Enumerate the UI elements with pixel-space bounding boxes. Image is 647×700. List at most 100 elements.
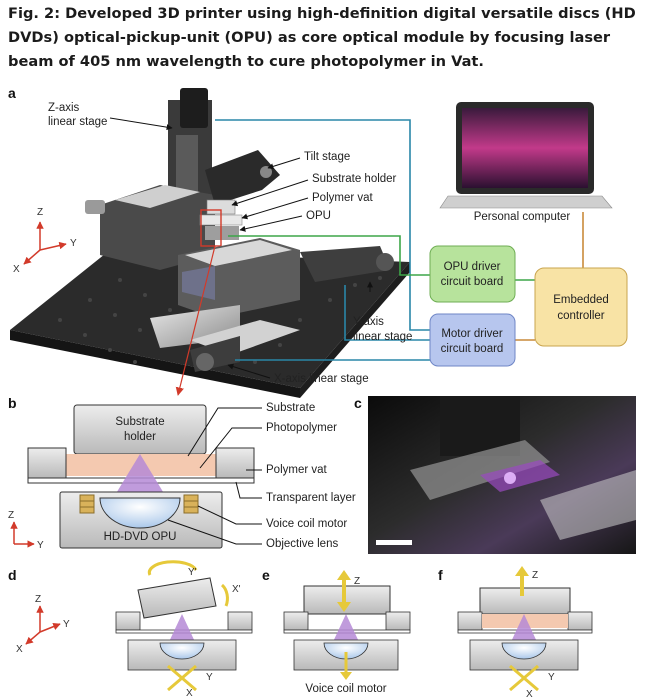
breadboard-holes (58, 276, 382, 364)
motor-driver-line1: Motor driver (441, 328, 503, 340)
f-z-arrow-head (515, 566, 529, 576)
c-photo-substrate-plate (410, 440, 550, 500)
laptop-screen (462, 108, 588, 188)
b-vat-wall-left (27, 447, 67, 479)
opu-driver-line1: OPU driver (444, 261, 501, 273)
axis-triad-b (10, 521, 35, 548)
f-vat-wall-right (567, 611, 593, 631)
panel-d-label: d (8, 567, 17, 583)
d-axis-y-label: Y (63, 619, 70, 630)
d-xy-arrows (167, 664, 197, 692)
embedded-line1: Embedded (553, 294, 609, 306)
laptop-keyboard (439, 195, 613, 209)
z-axis-stage-line2: linear stage (48, 116, 107, 128)
motor-driver-box (429, 313, 516, 367)
f-vat-wall-left (457, 611, 483, 631)
d-arrow-x-label: X (186, 688, 193, 699)
d-rot-y-label: Y' (188, 567, 197, 578)
b-laser-cone (112, 454, 168, 500)
d-arrow-y-label: Y (206, 672, 213, 683)
b-holder-line2: holder (124, 431, 156, 443)
f-arrow-z-label: Z (532, 570, 538, 581)
e-z-arrow-head-up (337, 570, 351, 580)
opu-driver-box (429, 245, 516, 303)
tilt-stage (205, 150, 280, 205)
zoom-arrow (175, 245, 216, 396)
breadboard-edge (10, 330, 300, 398)
opu-label: OPU (306, 210, 331, 222)
e-z-arrow-head-down (337, 602, 351, 612)
axis-z-label: Z (37, 207, 43, 218)
f-xy-arrows (509, 664, 539, 692)
y-axis-stage-line2: linear stage (353, 331, 412, 343)
e-vat-wall-right (385, 611, 411, 631)
c-photo-ribbon-cable (540, 470, 636, 540)
d-vat-wall-right (227, 611, 253, 631)
z-stage-top-plate (115, 185, 200, 208)
z-stage-base (100, 185, 215, 270)
axis-x-label: X (13, 264, 20, 275)
opu-driver-line2: circuit board (441, 276, 504, 288)
x-axis-motor-cap (196, 353, 214, 371)
b-objective-lens (99, 497, 181, 529)
panel-d: d Z Y X Y' X' X Y (8, 560, 253, 699)
y-axis-motor-cap (376, 253, 394, 271)
c-photo-purple-glow (480, 460, 560, 492)
panel-b-leaders (167, 407, 262, 545)
b-objective-lens-label: Objective lens (266, 538, 338, 550)
embedded-controller-box (534, 267, 628, 347)
d-vat-wall-left (115, 611, 141, 631)
b-vat-wall-right (215, 447, 255, 479)
d-axis-x-label: X (16, 644, 23, 655)
b-axis-y-label: Y (37, 540, 44, 551)
panel-a-label: a (8, 85, 16, 101)
z-stage-knob (85, 200, 105, 214)
orange-connectors (515, 212, 584, 341)
b-axis-z-label: Z (8, 510, 14, 521)
embedded-line2: controller (557, 310, 604, 322)
axis-triad-d (25, 605, 61, 645)
opu-part (205, 226, 239, 240)
laptop-illustration (439, 102, 613, 209)
d-rotation-arrow-x (220, 583, 229, 607)
e-vat-wall-left (283, 611, 309, 631)
z-axis-stage-line1: Z-axis (48, 102, 80, 114)
panel-b-label: b (8, 395, 17, 411)
tilt-stage-label: Tilt stage (304, 151, 350, 163)
panel-a: a (8, 85, 628, 398)
b-opu-name: HD-DVD OPU (104, 531, 177, 543)
d-laser-cone (168, 614, 196, 644)
d-axis-z-label: Z (35, 594, 41, 605)
f-lens (501, 642, 547, 660)
y-axis-stage-line1: Y-axis (353, 316, 384, 328)
f-laser-cone (510, 614, 538, 644)
d-rotation-arrow-y (147, 560, 198, 576)
b-voice-coil-label: Voice coil motor (266, 518, 347, 530)
z-stage-motor (180, 88, 208, 128)
substrate-holder-label: Substrate holder (312, 173, 397, 185)
b-voice-coil-left (79, 494, 95, 514)
b-substrate-label: Substrate (266, 402, 315, 414)
b-photopolymer-label: Photopolymer (266, 422, 337, 434)
b-holder-line1: Substrate (115, 416, 164, 428)
b-polymer-vat-label: Polymer vat (266, 464, 328, 476)
panel-c: c (354, 395, 636, 554)
panel-a-leaders (109, 117, 373, 379)
b-voice-coil-right (183, 494, 199, 514)
f-holder (479, 587, 571, 615)
axis-triad-a (23, 221, 67, 265)
axis-y-label: Y (70, 238, 77, 249)
opu-highlight-box (200, 209, 222, 247)
polymer-vat-label: Polymer vat (312, 192, 374, 204)
f-arrow-y-label: Y (548, 672, 555, 683)
d-lens (159, 642, 205, 660)
d-tilted-holder (137, 577, 217, 619)
panel-c-label: c (354, 395, 362, 411)
e-laser-cone (332, 614, 360, 644)
panel-b: b Substrate holder HD-DVD OPU (8, 395, 356, 551)
b-transparent-layer-label: Transparent layer (266, 492, 356, 504)
panel-e: e Z Voice coil motor (262, 567, 411, 695)
c-photo-laser-spot (504, 472, 516, 484)
b-substrate-holder (73, 404, 207, 455)
personal-computer-label: Personal computer (474, 211, 571, 223)
